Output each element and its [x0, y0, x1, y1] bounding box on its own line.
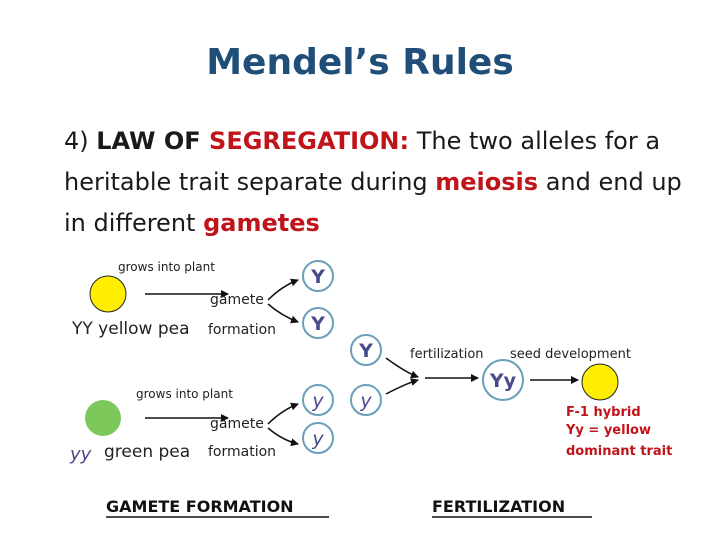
top-gamete-circle-1 — [302, 260, 334, 292]
law-description: 4) LAW OF SEGREGATION: The two alleles f… — [64, 121, 684, 244]
bottom-gamete-label: gamete — [210, 416, 264, 432]
top-formation-label: formation — [208, 322, 276, 338]
hybrid-note-line1: F-1 hybrid — [566, 405, 641, 420]
bottom-gamete-allele-2: y — [311, 428, 324, 450]
law-text-part2: and end up in different — [64, 168, 682, 237]
hybrid-yellow-pea-icon — [581, 363, 619, 401]
seed-development-label: seed development — [510, 347, 631, 362]
bottom-gamete-circle-2 — [302, 422, 334, 454]
fert-gamete-allele-bottom: y — [359, 390, 372, 412]
gametes-term: gametes — [203, 209, 320, 237]
meiosis-term: meiosis — [435, 168, 539, 196]
zygote-circle — [482, 359, 524, 401]
fert-gamete-allele-top: Y — [358, 340, 373, 362]
hybrid-note-genotype: Yy — [565, 423, 584, 438]
top-gamete-label: gamete — [210, 292, 264, 308]
hybrid-note-yellow: = yellow — [584, 423, 651, 438]
fertilization-caption: FERTILIZATION — [432, 497, 565, 516]
green-pea-icon — [85, 400, 121, 436]
law-number: 4) — [64, 127, 97, 155]
law-name: LAW OF — [96, 127, 210, 155]
top-split-arrow-up — [267, 278, 299, 301]
fert-gamete-circle-top — [350, 334, 382, 366]
green-pea-label: green pea — [104, 442, 190, 462]
top-split-arrow-down — [267, 303, 299, 324]
top-gamete-circle-2 — [302, 307, 334, 339]
law-text-part1: The two alleles for a heritable trait se… — [64, 127, 661, 196]
top-gamete-allele-2: Y — [310, 313, 325, 335]
top-gamete-allele-1: Y — [310, 266, 325, 288]
fert-gamete-circle-bottom — [350, 384, 382, 416]
bottom-grows-label: grows into plant — [136, 387, 233, 401]
bottom-formation-label: formation — [208, 444, 276, 460]
hybrid-note-line2: Yy = yellow — [565, 423, 651, 438]
bottom-gamete-allele-1: y — [311, 390, 324, 412]
top-grows-label: grows into plant — [118, 260, 215, 274]
law-highlight: SEGREGATION: — [209, 127, 410, 155]
fert-arrow-top — [385, 357, 419, 379]
green-pea-genotype: yy — [69, 444, 92, 465]
bottom-split-arrow-up — [267, 402, 299, 425]
gamete-formation-caption: GAMETE FORMATION — [106, 497, 294, 516]
slide-title: Mendel’s Rules — [206, 42, 514, 83]
yellow-pea-icon — [89, 275, 127, 313]
bottom-split-arrow-down — [267, 427, 299, 447]
zygote-genotype: Yy — [489, 370, 517, 392]
fertilization-label: fertilization — [410, 347, 484, 362]
yellow-pea-label: YY yellow pea — [71, 319, 190, 339]
hybrid-note-line3: dominant trait — [566, 444, 672, 459]
fert-arrow-bottom — [385, 378, 419, 395]
bottom-gamete-circle-1 — [302, 384, 334, 416]
